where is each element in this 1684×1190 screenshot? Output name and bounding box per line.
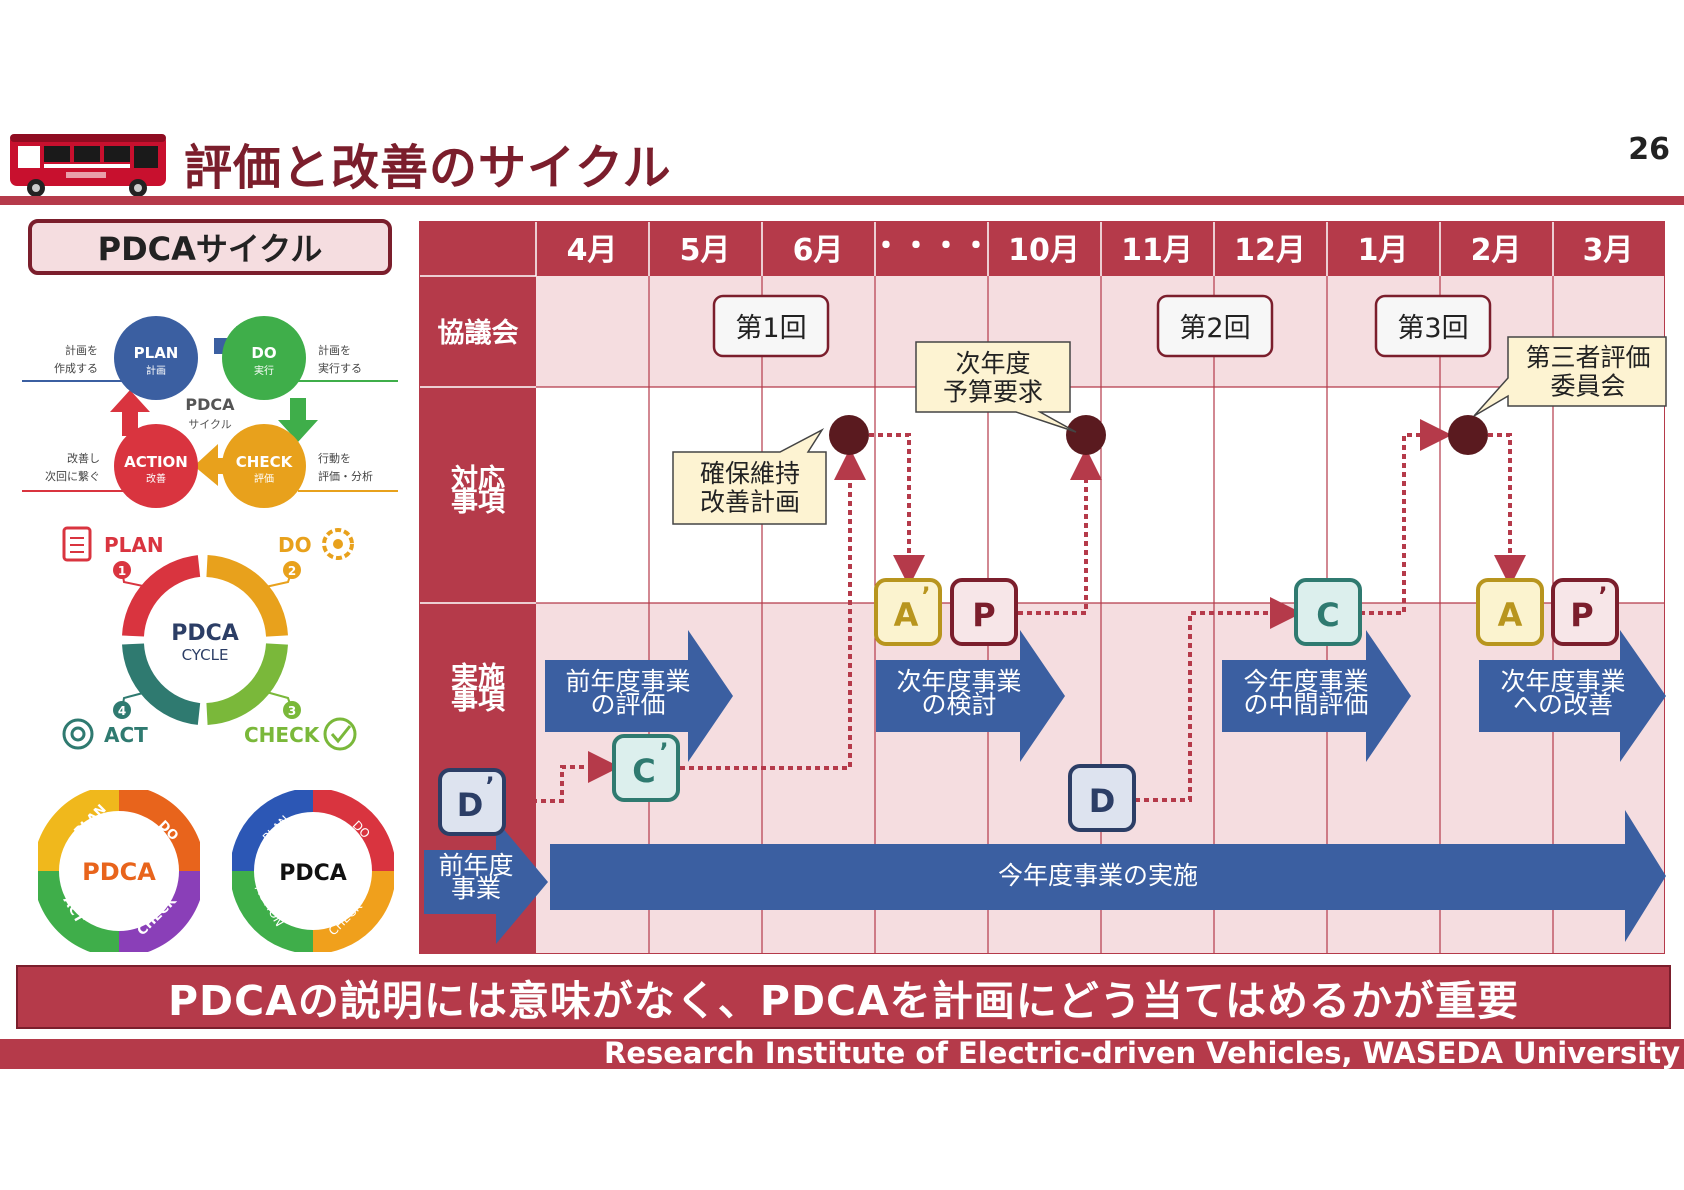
month-dec: 12月 — [1234, 233, 1306, 268]
month-may: 5月 — [680, 233, 731, 268]
marker-d: D — [1089, 782, 1116, 820]
key-message-banner: PDCAの説明には意味がなく、PDCAを計画にどう当てはめるかが重要 — [16, 965, 1671, 1029]
prime-mark-c: ’ — [659, 738, 668, 766]
callout-budget: 次年度予算要求 — [943, 349, 1043, 407]
marker-p: P — [972, 596, 995, 634]
milestone-dot-3 — [1448, 415, 1488, 455]
month-jun: 6月 — [793, 233, 844, 268]
marker-c: C — [1316, 596, 1339, 634]
month-ellipsis: ・・・・ — [871, 229, 991, 264]
row-label-implementation: 実施事項 — [451, 661, 506, 716]
row-council-bg — [536, 276, 1664, 387]
marker-a: A — [1498, 596, 1523, 634]
row-label-council: 協議会 — [438, 318, 519, 349]
prime-mark-p: ’ — [1598, 582, 1607, 610]
month-oct: 10月 — [1008, 233, 1080, 268]
marker-d-prime: D — [457, 786, 484, 824]
arrow-label-improve: 次年度事業への改善 — [1500, 667, 1625, 719]
month-feb: 2月 — [1471, 233, 1522, 268]
row-label-response: 対応事項 — [451, 463, 506, 518]
arrow-label-mid-eval: 今年度事業の中間評価 — [1243, 667, 1368, 719]
meeting-1: 第1回 — [735, 313, 806, 344]
footer-institution: Research Institute of Electric-driven Ve… — [604, 1036, 1680, 1070]
prime-mark-d: ’ — [485, 772, 494, 800]
milestone-dot-1 — [829, 415, 869, 455]
marker-a-prime: A — [894, 596, 919, 634]
month-apr: 4月 — [567, 233, 618, 268]
marker-c-prime: C — [632, 752, 655, 790]
marker-p-prime: P — [1570, 596, 1593, 634]
milestone-dot-2 — [1066, 415, 1106, 455]
month-nov: 11月 — [1121, 233, 1193, 268]
month-mar: 3月 — [1583, 233, 1634, 268]
prime-mark-a: ’ — [921, 582, 930, 610]
meeting-3: 第3回 — [1397, 313, 1468, 344]
callout-maintain: 確保維持改善計画 — [700, 459, 800, 517]
meeting-2: 第2回 — [1179, 313, 1250, 344]
month-jan: 1月 — [1358, 233, 1409, 268]
arrow-label-implement: 今年度事業の実施 — [998, 861, 1198, 890]
